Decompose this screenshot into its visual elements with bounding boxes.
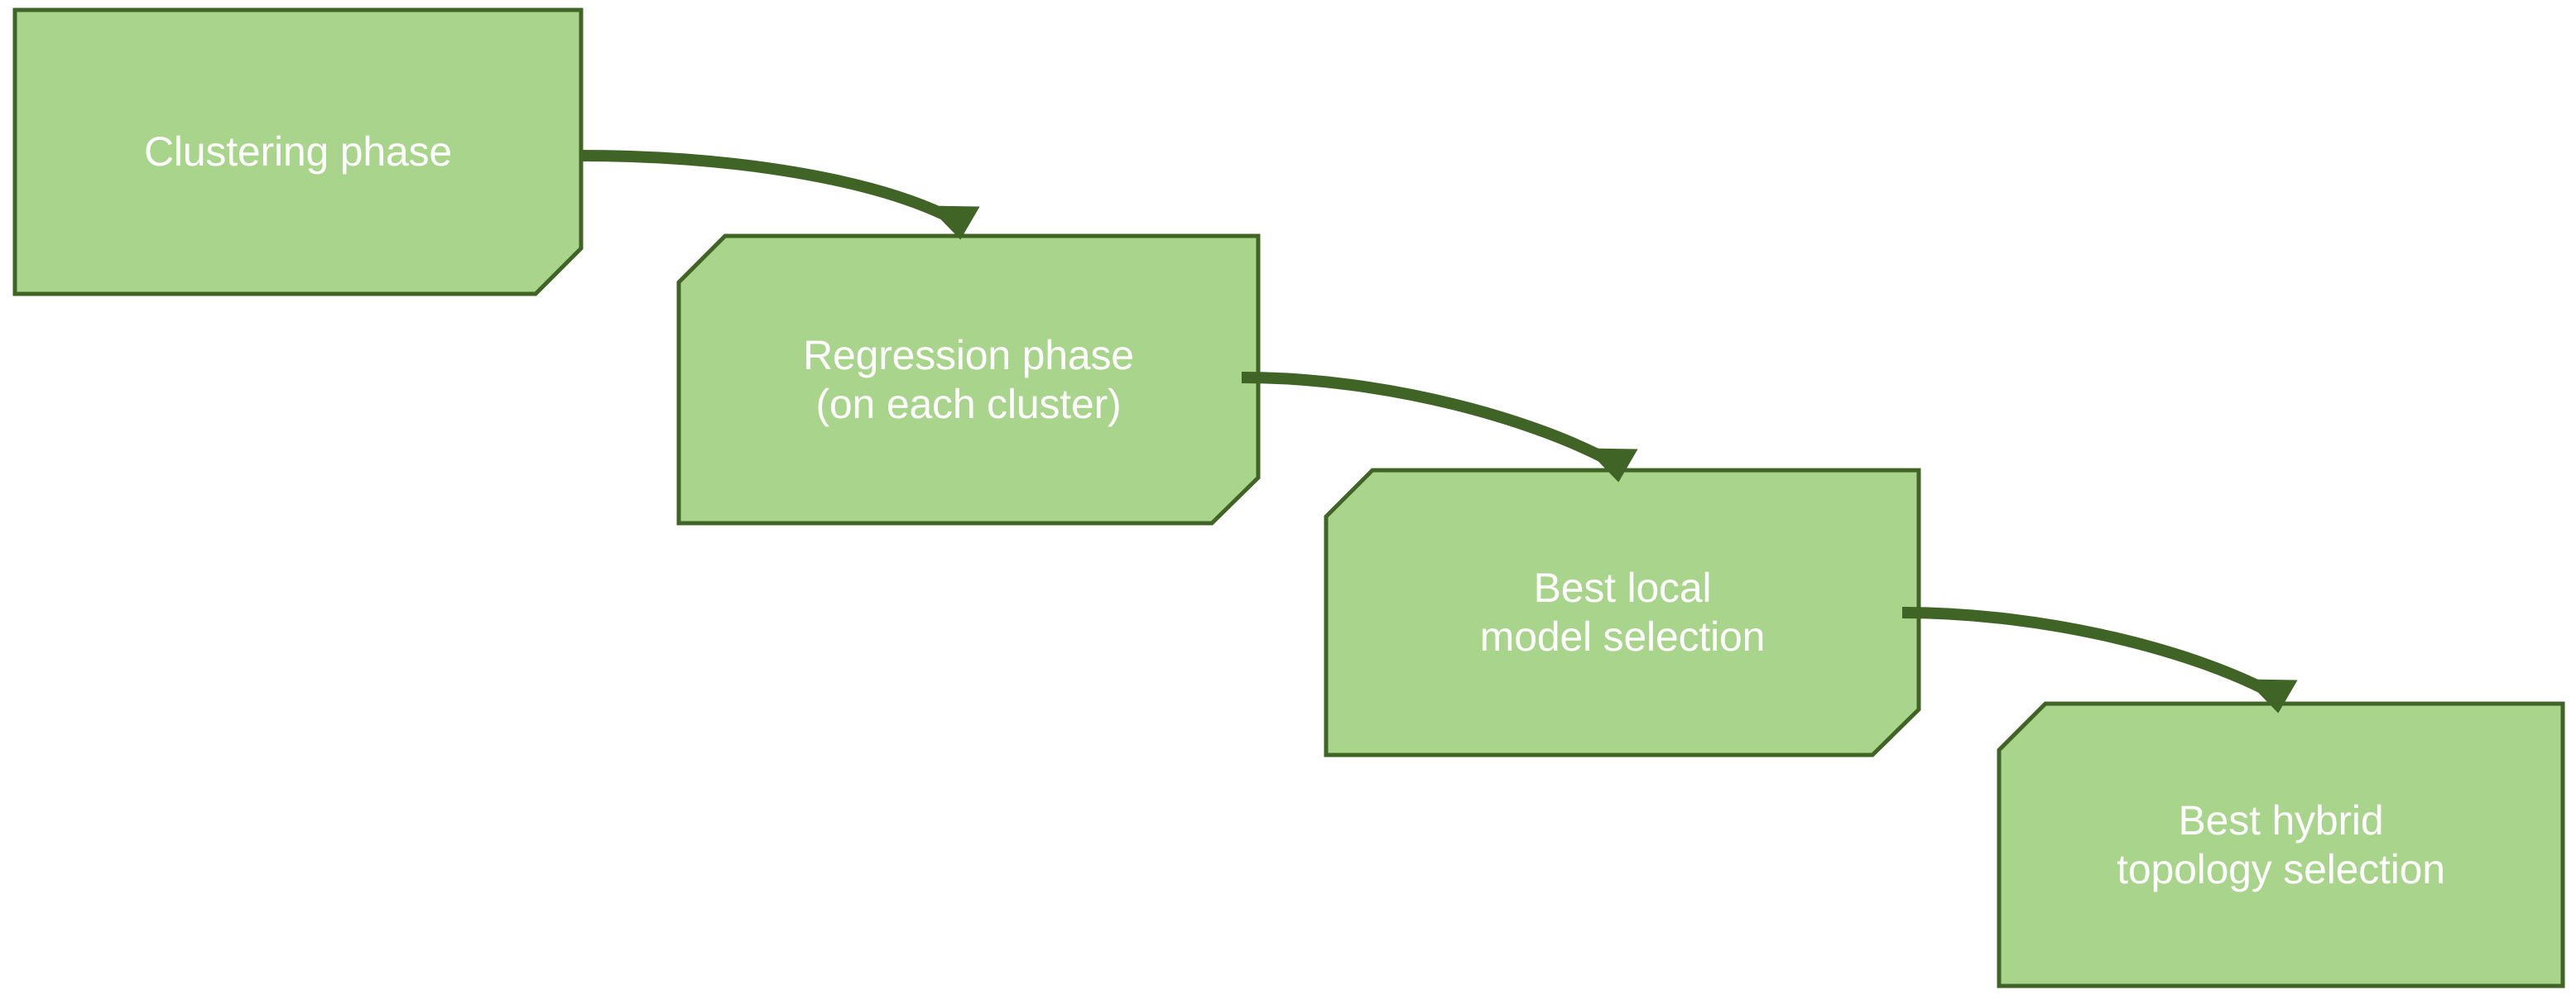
connector-1[interactable] [580,150,980,240]
stage-node-4[interactable] [1997,701,2565,988]
stage-node-1[interactable] [12,7,584,296]
connector-2-line [1241,372,1620,470]
stage-node-3[interactable] [1324,468,1921,757]
connector-1-line [580,150,962,228]
connector-3[interactable] [1901,607,2298,714]
connector-3-line [1901,607,2280,701]
connector-3-arrowhead [2245,679,2298,714]
connector-1-arrowhead [927,205,980,240]
stage-node-2[interactable] [676,233,1261,526]
connector-2[interactable] [1241,372,1638,483]
connector-2-arrowhead [1585,448,1638,483]
